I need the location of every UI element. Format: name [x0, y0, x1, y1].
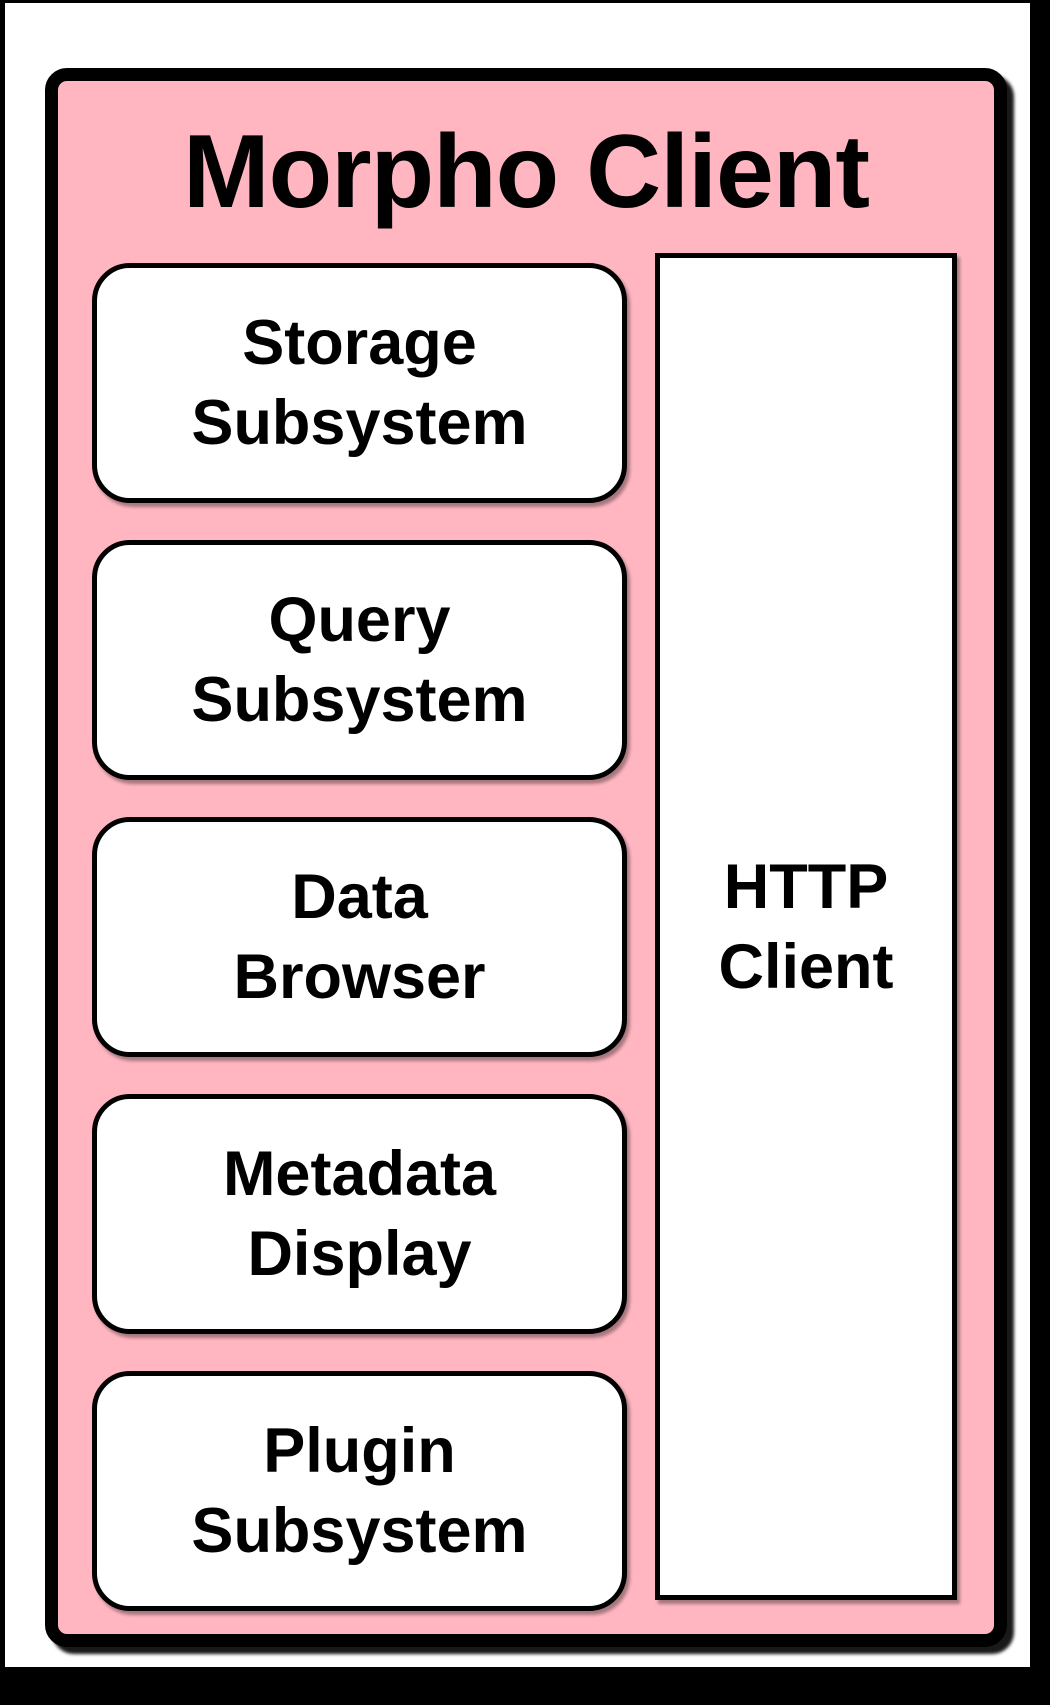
node-query-subsystem: Query Subsystem — [92, 540, 627, 780]
node-plugin-subsystem: Plugin Subsystem — [92, 1371, 627, 1611]
node-metadata-display-label: Metadata Display — [222, 1139, 497, 1289]
node-storage-subsystem-label: Storage Subsystem — [191, 308, 528, 458]
node-storage-subsystem: Storage Subsystem — [92, 263, 627, 503]
node-data-browser: Data Browser — [92, 817, 627, 1057]
node-plugin-subsystem-label: Plugin Subsystem — [191, 1416, 528, 1566]
node-metadata-display: Metadata Display — [92, 1094, 627, 1334]
node-http-client: HTTP Client — [655, 253, 957, 1600]
node-query-subsystem-label: Query Subsystem — [191, 585, 528, 735]
node-http-client-label: HTTP Client — [718, 851, 894, 1002]
cluster-title: Morpho Client — [182, 113, 870, 230]
node-data-browser-label: Data Browser — [233, 862, 486, 1012]
diagram-page: Morpho Client Storage Subsystem Query Su… — [5, 3, 1030, 1667]
morpho-client-container: Morpho Client Storage Subsystem Query Su… — [45, 68, 1007, 1647]
